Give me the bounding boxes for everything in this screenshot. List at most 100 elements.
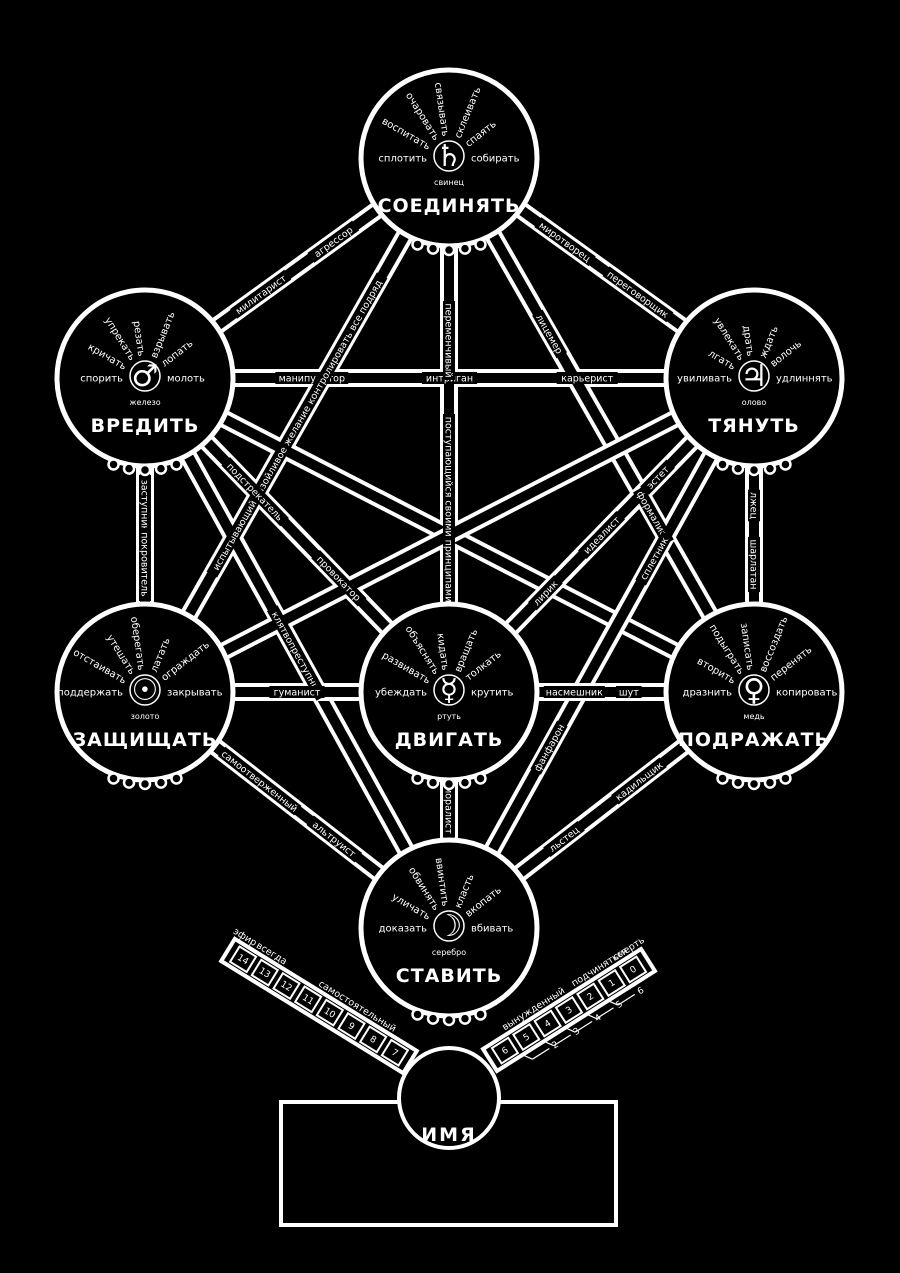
right-scale-tick: 6 <box>607 986 646 1006</box>
scale-cell <box>618 955 648 984</box>
verb-label: спорить <box>80 374 123 385</box>
bead <box>731 462 745 475</box>
verb-label: убеждать <box>375 688 427 699</box>
bead <box>458 242 472 255</box>
symbol-ring <box>433 140 465 172</box>
node-title: ВРЕДИТЬ <box>91 415 200 437</box>
bead <box>474 772 487 785</box>
planet-symbol-icon: ☽ <box>436 909 463 944</box>
scale-cell <box>337 1011 366 1041</box>
node-center: ☿ртутьДВИГАТЬубеждатьразвиватьобъяснятьк… <box>358 601 540 791</box>
scale-cell <box>228 945 258 974</box>
bead <box>763 776 777 789</box>
verb-label: закрывать <box>167 688 223 699</box>
edge-label: моралист <box>443 786 454 834</box>
symbol-ring <box>129 674 161 706</box>
edge-label: манипулятор <box>279 374 345 385</box>
edge-label-group: переменчивый <box>443 301 455 380</box>
node-title: СОЕДИНЯТЬ <box>378 195 521 217</box>
edge-top-lowright <box>441 153 762 697</box>
tick-number: 2 <box>551 1040 561 1052</box>
name-area: 7891011121314эфирвсегдасамостоятельный65… <box>218 926 658 1227</box>
edge-label: шарлатан <box>748 539 759 589</box>
bead <box>442 1013 456 1027</box>
planet-symbol-icon: ♂ <box>132 359 159 394</box>
symbol-ring <box>129 360 161 392</box>
scale-cell <box>533 1009 562 1038</box>
scale-cell-number: 3 <box>564 1005 574 1017</box>
verb-label: кидать <box>434 633 450 672</box>
scale-cell <box>380 1038 410 1067</box>
bead <box>474 1008 487 1021</box>
verb-label: крутить <box>471 688 513 699</box>
bead <box>122 776 136 789</box>
metal-label: свинец <box>434 178 464 187</box>
bead <box>747 777 761 791</box>
scale-cell <box>293 985 323 1014</box>
bead <box>170 458 183 471</box>
edge-label-group: шарлатан <box>748 536 760 593</box>
scale-cell <box>490 1036 520 1065</box>
verb-label: дразнить <box>683 688 733 699</box>
planet-symbol-icon: ♀ <box>743 673 765 708</box>
bead <box>779 772 792 785</box>
verb-label: резать <box>130 320 146 357</box>
bead <box>154 462 168 475</box>
verb-label: увиливать <box>677 374 732 385</box>
bead <box>747 463 761 477</box>
symbol-ring <box>738 360 770 392</box>
edge-label-group: покровитель <box>139 528 151 601</box>
bead <box>122 462 136 475</box>
bead <box>411 772 424 785</box>
verb-label: молоть <box>167 374 205 385</box>
scale-cell-number: 1 <box>607 978 617 990</box>
edge-label: карьерист <box>561 374 613 385</box>
scale-cell <box>576 982 605 1011</box>
edge-label: заступник <box>139 480 150 532</box>
right-scale-tick: 3 <box>543 1026 582 1047</box>
tick-number: 5 <box>615 999 625 1011</box>
scale-cell-number: 2 <box>586 992 596 1004</box>
bead <box>107 458 120 471</box>
scale-cell-number: 7 <box>389 1048 399 1060</box>
node-title: СТАВИТЬ <box>396 965 502 987</box>
edge-label: шут <box>619 688 639 699</box>
symbol-ring <box>433 674 465 706</box>
bead <box>779 458 792 471</box>
node-top: ♄свинецСОЕДИНЯТЬсплотитьвоспитатьочарова… <box>358 67 540 257</box>
edge-label-group: заступник <box>139 474 151 537</box>
bead <box>474 238 487 251</box>
edge-label-group: гуманист <box>269 686 325 699</box>
node-bottom: ☽сереброСТАВИТЬдоказатьуличатьобвинятьвв… <box>358 837 540 1027</box>
bead <box>716 458 729 471</box>
edge-label: гуманист <box>274 688 321 699</box>
scale-cell <box>250 958 280 987</box>
bead <box>138 777 152 791</box>
planet-symbol-icon: ☿ <box>440 673 458 708</box>
edge-label: переменчивый <box>443 303 454 377</box>
bead <box>731 776 745 789</box>
edge-label-group: моралист <box>443 782 455 838</box>
metal-label: серебро <box>432 948 466 957</box>
metal-label: медь <box>743 712 764 721</box>
scale-cell-number: 5 <box>522 1032 532 1044</box>
node-title: ЗАЩИЩАТЬ <box>73 729 218 751</box>
scale-cell <box>554 995 584 1025</box>
bead <box>107 772 120 785</box>
node-lowleft: ☉золотоЗАЩИЩАТЬподдержатьотстаиватьутеша… <box>54 601 236 791</box>
node-left: ♂железоВРЕДИТЬспоритькричатьупрекатьреза… <box>54 287 236 477</box>
scale-cell <box>597 968 627 998</box>
node-title: ТЯНУТЬ <box>708 415 800 437</box>
node-title: ДВИГАТЬ <box>395 729 504 751</box>
metal-label: олово <box>742 398 767 407</box>
scale-cell <box>511 1022 541 1052</box>
planet-symbol-icon: ♃ <box>741 359 768 394</box>
node-title: ПОДРАЖАТЬ <box>678 729 830 751</box>
scale-cell-number: 6 <box>500 1046 510 1058</box>
tick-number: 4 <box>593 1013 603 1025</box>
right-scale-tick: 5 <box>586 999 625 1020</box>
scale-cell-number: 8 <box>368 1034 378 1046</box>
bead <box>170 772 183 785</box>
